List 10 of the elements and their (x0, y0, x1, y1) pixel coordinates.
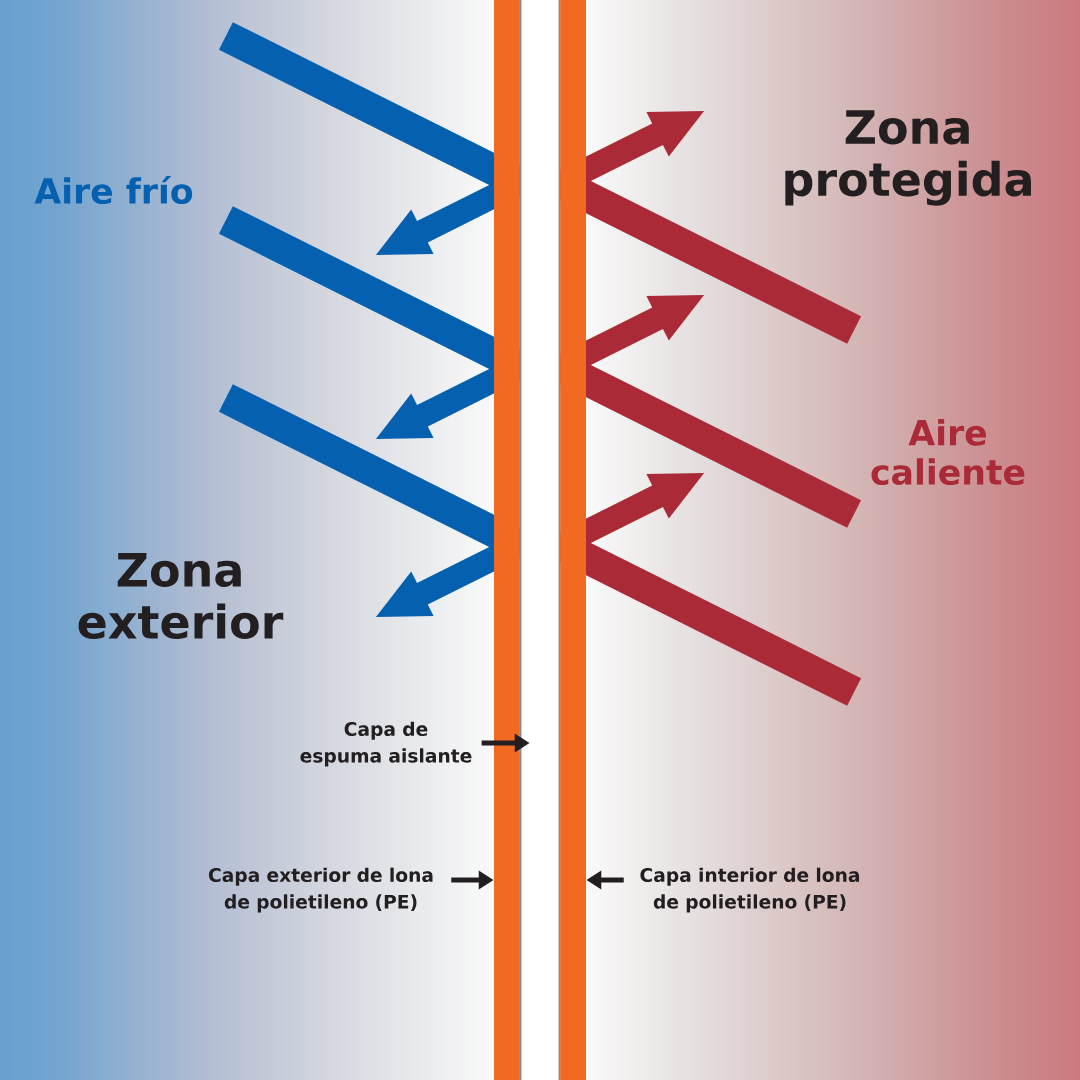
airflow-label: Aire caliente (871, 418, 1025, 486)
airflow-label: Aire frío (34, 175, 193, 205)
layer-label: Capa exterior de lona de polietileno (PE) (208, 867, 433, 913)
layer-label: Capa interior de lona de polietileno (PE) (640, 867, 859, 913)
layer-label: Capa de espuma aislante (300, 721, 472, 767)
layer-bar (494, 0, 520, 1080)
zone-label: Zona exterior (78, 552, 284, 640)
layer-bar (560, 0, 586, 1080)
foam-layer (520, 0, 560, 1080)
zone-label: Zona protegida (785, 110, 1031, 206)
